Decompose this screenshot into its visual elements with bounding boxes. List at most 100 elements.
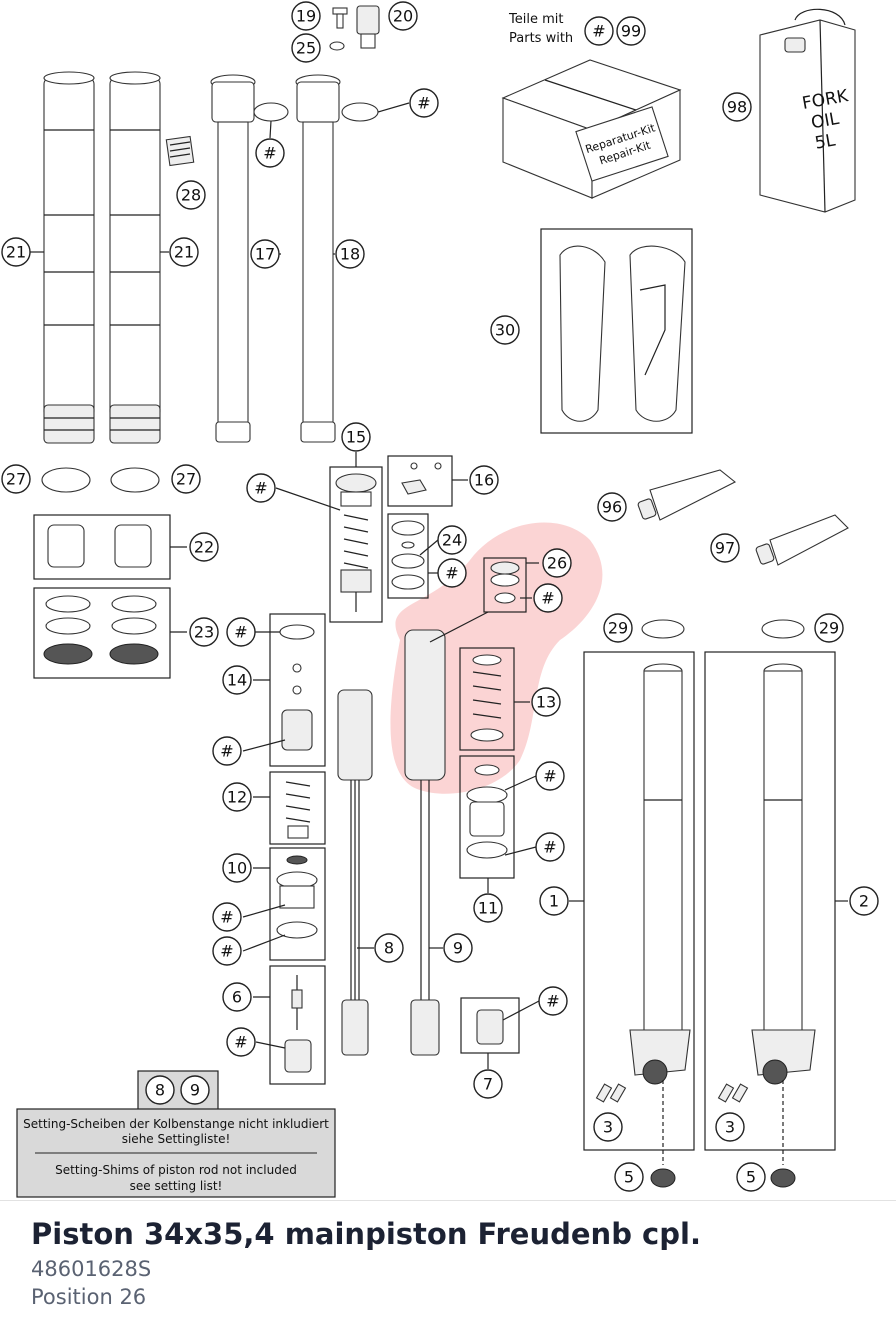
sticker[interactable] — [165, 135, 195, 167]
callout-30[interactable]: 30 — [490, 315, 520, 345]
screw-19[interactable] — [332, 7, 348, 29]
callout-hash-kit[interactable]: # — [584, 16, 614, 46]
callout-hash-15[interactable]: # — [246, 473, 276, 503]
callout-hash-14a[interactable]: # — [226, 617, 256, 647]
callout-10[interactable]: 10 — [222, 853, 252, 883]
callout-20[interactable]: 20 — [388, 1, 418, 31]
fork-leg-left[interactable] — [629, 663, 691, 1165]
callout-3-right[interactable]: 3 — [715, 1112, 745, 1142]
o-ring-17[interactable] — [253, 102, 289, 122]
callout-25[interactable]: 25 — [291, 33, 321, 63]
callout-24[interactable]: 24 — [437, 525, 467, 555]
callout-5-right[interactable]: 5 — [736, 1162, 766, 1192]
fork-oil-can[interactable]: FORK OIL 5L — [759, 8, 856, 213]
piston-26[interactable] — [490, 561, 520, 604]
piston-rod-8[interactable] — [337, 689, 373, 1056]
callout-26[interactable]: 26 — [542, 548, 572, 578]
callout-hash-26[interactable]: # — [533, 583, 563, 613]
outer-tube-left[interactable] — [43, 71, 95, 444]
callout-1[interactable]: 1 — [539, 886, 569, 916]
grease-tube-96[interactable] — [637, 469, 737, 521]
cap-20[interactable] — [356, 5, 380, 49]
spring-preload-adjuster[interactable] — [335, 473, 377, 612]
callout-16[interactable]: 16 — [469, 465, 499, 495]
svg-text:1: 1 — [549, 892, 559, 911]
callout-hash-14b[interactable]: # — [212, 736, 242, 766]
piston-rod-9[interactable] — [404, 629, 446, 1056]
o-ring-29-left[interactable] — [641, 619, 685, 639]
fork-guard-left[interactable] — [559, 245, 606, 422]
callout-18[interactable]: 18 — [335, 239, 365, 269]
callout-hash-11b[interactable]: # — [535, 832, 565, 862]
callout-5-left[interactable]: 5 — [614, 1162, 644, 1192]
callout-21-left[interactable]: 21 — [1, 237, 31, 267]
valve-10[interactable] — [276, 855, 318, 939]
callout-19[interactable]: 19 — [291, 1, 321, 31]
callout-27-right[interactable]: 27 — [171, 464, 201, 494]
callout-97[interactable]: 97 — [710, 533, 740, 563]
bleeder-5-right[interactable] — [770, 1168, 796, 1188]
spring-stack-13[interactable] — [470, 654, 504, 742]
callout-7[interactable]: 7 — [473, 1069, 503, 1099]
valve-7[interactable] — [476, 1009, 504, 1045]
o-ring-29-right[interactable] — [761, 619, 805, 639]
svg-text:27: 27 — [176, 470, 196, 489]
inner-cartridge-17[interactable] — [210, 74, 256, 443]
washer-25[interactable] — [329, 41, 345, 51]
fork-guard-right[interactable] — [629, 245, 686, 422]
callout-hash-11a[interactable]: # — [535, 761, 565, 791]
callout-98[interactable]: 98 — [722, 92, 752, 122]
callout-29-left[interactable]: 29 — [603, 613, 633, 643]
callout-99[interactable]: 99 — [616, 16, 646, 46]
callout-hash-7[interactable]: # — [538, 986, 568, 1016]
callout-2[interactable]: 2 — [849, 886, 879, 916]
repair-kit-box[interactable]: Reparatur-Kit Repair-Kit — [501, 59, 682, 199]
callout-23[interactable]: 23 — [189, 617, 219, 647]
valve-11[interactable] — [466, 764, 508, 859]
base-valve-14[interactable] — [279, 624, 315, 751]
svg-text:26: 26 — [547, 554, 567, 573]
screws-16[interactable] — [401, 462, 442, 495]
grease-tube-97[interactable] — [755, 514, 849, 566]
callout-29-right[interactable]: 29 — [814, 613, 844, 643]
outer-tube-right[interactable] — [109, 71, 161, 444]
bushing-22[interactable] — [47, 524, 152, 568]
screws-3-left[interactable] — [595, 1083, 627, 1103]
callout-hash-24[interactable]: # — [437, 558, 467, 588]
callout-13[interactable]: 13 — [531, 687, 561, 717]
callout-17[interactable]: 17 — [250, 239, 280, 269]
svg-text:#: # — [220, 942, 233, 961]
svg-text:8: 8 — [384, 939, 394, 958]
callout-96[interactable]: 96 — [597, 492, 627, 522]
callout-3-left[interactable]: 3 — [593, 1112, 623, 1142]
callout-27-left[interactable]: 27 — [1, 464, 31, 494]
callout-11[interactable]: 11 — [473, 893, 503, 923]
needle-6[interactable] — [284, 975, 312, 1073]
callout-hash-10a[interactable]: # — [212, 902, 242, 932]
screws-3-right[interactable] — [717, 1083, 749, 1103]
fork-leg-right[interactable] — [751, 663, 816, 1165]
callout-hash-17[interactable]: # — [255, 138, 285, 168]
spring-12[interactable] — [285, 781, 311, 839]
callout-21-right[interactable]: 21 — [169, 237, 199, 267]
callout-15[interactable]: 15 — [341, 422, 371, 452]
o-ring-18[interactable] — [341, 102, 379, 122]
callout-hash-18[interactable]: # — [409, 88, 439, 118]
callout-8[interactable]: 8 — [374, 933, 404, 963]
callout-22[interactable]: 22 — [189, 532, 219, 562]
callout-hash-10b[interactable]: # — [212, 936, 242, 966]
bleeder-5-left[interactable] — [650, 1168, 676, 1188]
callout-9[interactable]: 9 — [443, 933, 473, 963]
callout-28[interactable]: 28 — [176, 180, 206, 210]
inner-cartridge-18[interactable] — [295, 74, 341, 443]
seal-set-24[interactable] — [391, 520, 425, 590]
note-callout-9[interactable]: 9 — [180, 1075, 210, 1105]
callout-12[interactable]: 12 — [222, 782, 252, 812]
note-callout-8[interactable]: 8 — [145, 1075, 175, 1105]
callout-14[interactable]: 14 — [222, 665, 252, 695]
frame-13 — [459, 647, 515, 751]
callout-6[interactable]: 6 — [222, 982, 252, 1012]
callout-hash-6[interactable]: # — [226, 1027, 256, 1057]
seal-kit-23[interactable] — [43, 595, 159, 665]
dust-clip-27[interactable] — [41, 467, 160, 493]
